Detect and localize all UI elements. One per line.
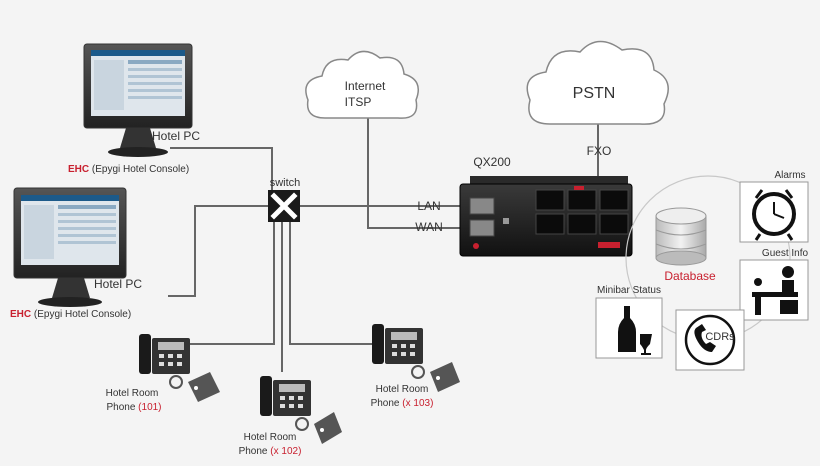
line-switch-phone103 xyxy=(289,222,372,345)
qx200-device: QX200 FXO LAN WAN xyxy=(415,144,633,257)
switch-label: switch xyxy=(270,177,301,189)
line-pc2-switch xyxy=(168,205,268,297)
guest-info-label: Guest Info xyxy=(762,248,809,259)
database-icon xyxy=(655,207,707,266)
hotel-pc-2-label: Hotel PC xyxy=(94,277,142,291)
guest-info-icon xyxy=(752,266,798,315)
device-name: QX200 xyxy=(473,155,511,169)
itsp-label: ITSP xyxy=(345,95,372,109)
ehc-description: (Epygi Hotel Console) xyxy=(89,164,189,175)
hotel-pc-2-caption: EHC (Epygi Hotel Console) xyxy=(10,309,131,320)
services-cluster: Database Alarms Guest Info Minibar Statu… xyxy=(595,170,809,371)
phone-102-prefix: Phone xyxy=(239,446,271,457)
wan-label: WAN xyxy=(415,220,443,234)
cdrs-label: CDRs xyxy=(705,331,735,343)
hotel-room-phone-103: Hotel Room Phone (x 103) xyxy=(371,324,460,409)
door-tag-icon xyxy=(295,412,342,444)
hotel-pc-2: Hotel PC EHC (Epygi Hotel Console) xyxy=(10,187,142,320)
desk-phone-icon xyxy=(260,376,311,416)
hotel-pc-1: Hotel PC EHC (Epygi Hotel Console) xyxy=(68,43,200,175)
phone-103-number: (x 103) xyxy=(402,398,433,409)
hotel-pc-1-caption: EHC (Epygi Hotel Console) xyxy=(68,164,189,175)
pstn-label: PSTN xyxy=(573,85,616,102)
ehc-description: (Epygi Hotel Console) xyxy=(31,309,131,320)
minibar-status-label: Minibar Status xyxy=(597,285,661,296)
door-tag-icon xyxy=(169,372,220,402)
wine-bottle-icon xyxy=(618,306,652,355)
pstn-cloud: PSTN xyxy=(526,40,669,125)
internet-cloud: Internet ITSP xyxy=(305,50,419,119)
line-switch-phone101 xyxy=(190,222,275,345)
lan-label: LAN xyxy=(417,199,440,213)
hotel-pc-1-label: Hotel PC xyxy=(152,129,200,143)
line-internet-wan xyxy=(367,110,460,229)
alarms-label: Alarms xyxy=(774,170,805,181)
ehc-brand: EHC xyxy=(10,309,31,320)
phone-cdr-icon xyxy=(684,314,736,366)
phone-102-line2: Phone (x 102) xyxy=(239,446,302,457)
phone-103-line1: Hotel Room xyxy=(376,384,429,395)
internet-label: Internet xyxy=(345,79,386,93)
desk-phone-icon xyxy=(139,334,190,374)
line-pc1-switch xyxy=(170,147,273,190)
database-label: Database xyxy=(664,269,716,283)
hotel-room-phone-102: Hotel Room Phone (x 102) xyxy=(239,376,342,457)
door-tag-icon xyxy=(411,362,460,392)
phone-102-line1: Hotel Room xyxy=(244,432,297,443)
phone-101-line2: Phone (101) xyxy=(106,402,161,413)
ehc-brand: EHC xyxy=(68,164,89,175)
alarm-clock-icon xyxy=(752,189,796,241)
phone-101-prefix: Phone xyxy=(106,402,138,413)
phone-102-number: (x 102) xyxy=(270,446,301,457)
fxo-label: FXO xyxy=(587,144,612,158)
phone-101-line1: Hotel Room xyxy=(106,388,159,399)
phone-101-number: (101) xyxy=(138,402,161,413)
desk-phone-icon xyxy=(372,324,423,364)
network-switch: switch xyxy=(268,177,300,222)
connection-lines xyxy=(168,110,599,372)
phone-103-prefix: Phone xyxy=(371,398,403,409)
phone-103-line2: Phone (x 103) xyxy=(371,398,434,409)
hotel-room-phone-101: Hotel Room Phone (101) xyxy=(106,334,220,413)
switch-x-icon xyxy=(270,192,298,220)
